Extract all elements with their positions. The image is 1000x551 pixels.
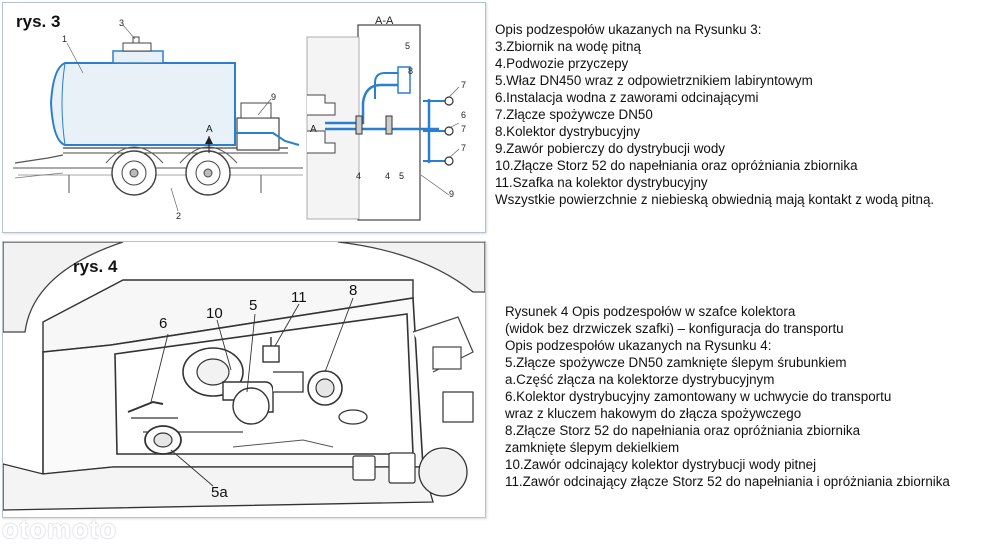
desc3-line: Opis podzespołów ukazanych na Rysunku 3: <box>495 22 762 37</box>
desc3-line: 11.Szafka na kolektor dystrybucyjny <box>495 175 708 190</box>
desc3-line: 8.Kolektor dystrybucyjny <box>495 124 641 139</box>
desc4-line: Rysunek 4 Opis podzespołów w szafce kole… <box>505 304 796 319</box>
desc4-line: 6.Kolektor dystrybucyjny zamontowany w u… <box>505 389 892 404</box>
wheel-front <box>111 150 157 196</box>
callout-9a: 9 <box>271 92 277 102</box>
desc4-line: zamknięte ślepym dekielkiem <box>505 440 680 455</box>
desc3-line: 5.Właz DN450 wraz z odpowietrznikiem lab… <box>495 73 813 88</box>
desc4-line: 5.Złącze spożywcze DN50 zamknięte ślepym… <box>505 355 847 370</box>
callout-6: 6 <box>461 110 467 120</box>
desc3-line: 9.Zawór pobierczy do dystrybucji wody <box>495 141 725 156</box>
figure-3-panel: rys. 3 <box>2 2 486 233</box>
desc4-line: a.Część złącza na kolektorze dystrybucyj… <box>505 372 775 387</box>
figure-4-description: Rysunek 4 Opis podzespołów w szafce kole… <box>505 303 997 490</box>
callout-1: 1 <box>62 34 68 44</box>
desc4-line: 10.Zawór odcinający kolektor dystrybucji… <box>505 457 817 472</box>
desc3-line: Wszystkie powierzchnie z niebieską obwie… <box>495 192 935 207</box>
desc4-line: 11.Zawór odcinający złącze Storz 52 do n… <box>505 474 950 489</box>
callout-2: 2 <box>176 211 182 221</box>
desc3-line: 4.Podwozie przyczepy <box>495 56 629 71</box>
figure-4-label: rys. 4 <box>73 257 118 276</box>
callout-8: 8 <box>408 66 414 76</box>
cabinet-interior-drawing <box>3 242 485 511</box>
watermark-logo: otomoto <box>2 514 117 544</box>
callout-4: 4 <box>385 171 391 181</box>
callout-7b: 7 <box>461 124 467 134</box>
callout-7c: 7 <box>461 143 467 153</box>
callout-11: 11 <box>291 289 307 306</box>
desc3-line: 3.Zbiornik na wodę pitną <box>495 39 641 54</box>
callout-8: 8 <box>349 282 358 299</box>
callout-7a: 7 <box>461 80 467 90</box>
section-label: A-A <box>375 15 394 27</box>
figure-4-panel: rys. 4 6 10 5 11 8 5a <box>2 241 486 518</box>
callout-5: 5 <box>405 41 411 51</box>
callout-5: 5 <box>249 297 258 314</box>
tank-trailer-drawing <box>13 24 460 221</box>
callout-10: 10 <box>206 305 223 322</box>
desc4-line: (widok bez drzwiczek szafki) – konfigura… <box>505 321 844 336</box>
desc4-line: wraz z kluczem hakowym do złącza spożywc… <box>505 406 802 421</box>
section-mark-left: A <box>206 124 213 135</box>
section-mark-right: A <box>310 124 317 135</box>
callout-9b: 9 <box>449 189 455 199</box>
callout-5-section: 5 <box>399 171 405 181</box>
desc3-line: 6.Instalacja wodna z zaworami odcinający… <box>495 90 759 105</box>
callout-5a: 5a <box>211 484 228 501</box>
desc4-line: 8.Złącze Storz 52 do napełniania oraz op… <box>505 423 861 438</box>
callout-4-section: 4 <box>356 171 362 181</box>
callout-3: 3 <box>119 18 125 28</box>
figure-3-label: rys. 3 <box>16 12 61 31</box>
wheel-rear <box>185 150 231 196</box>
callout-6: 6 <box>159 315 168 332</box>
desc3-line: 7.Złącze spożywcze DN50 <box>495 107 653 122</box>
figure-3-description: Opis podzespołów ukazanych na Rysunku 3:… <box>495 21 995 208</box>
desc3-line: 10.Złącze Storz 52 do napełniania oraz o… <box>495 158 858 173</box>
desc4-line: Opis podzespołów ukazanych na Rysunku 4: <box>505 338 772 353</box>
